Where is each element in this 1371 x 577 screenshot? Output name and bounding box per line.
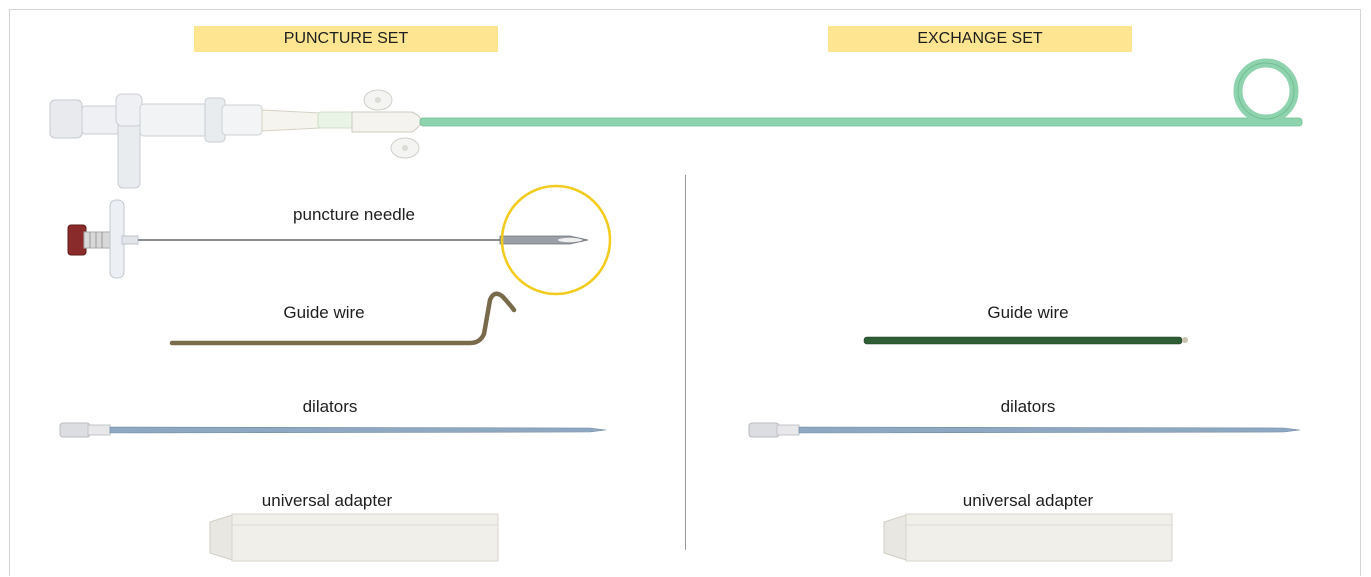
exchange-set-heading: EXCHANGE SET: [828, 26, 1132, 52]
figure-frame: [9, 9, 1361, 576]
left-adapter-label: universal adapter: [261, 491, 393, 510]
right-adapter-label: universal adapter: [962, 491, 1094, 510]
left-guidewire-label: Guide wire: [283, 303, 365, 322]
right-dilators-label: dilators: [1000, 397, 1056, 416]
left-dilators-label: dilators: [302, 397, 358, 416]
puncture-needle-label: puncture needle: [293, 205, 415, 224]
needle-tip-highlight: [500, 184, 612, 296]
puncture-set-heading: PUNCTURE SET: [194, 26, 498, 52]
column-divider: [685, 175, 686, 550]
right-guidewire-label: Guide wire: [987, 303, 1069, 322]
